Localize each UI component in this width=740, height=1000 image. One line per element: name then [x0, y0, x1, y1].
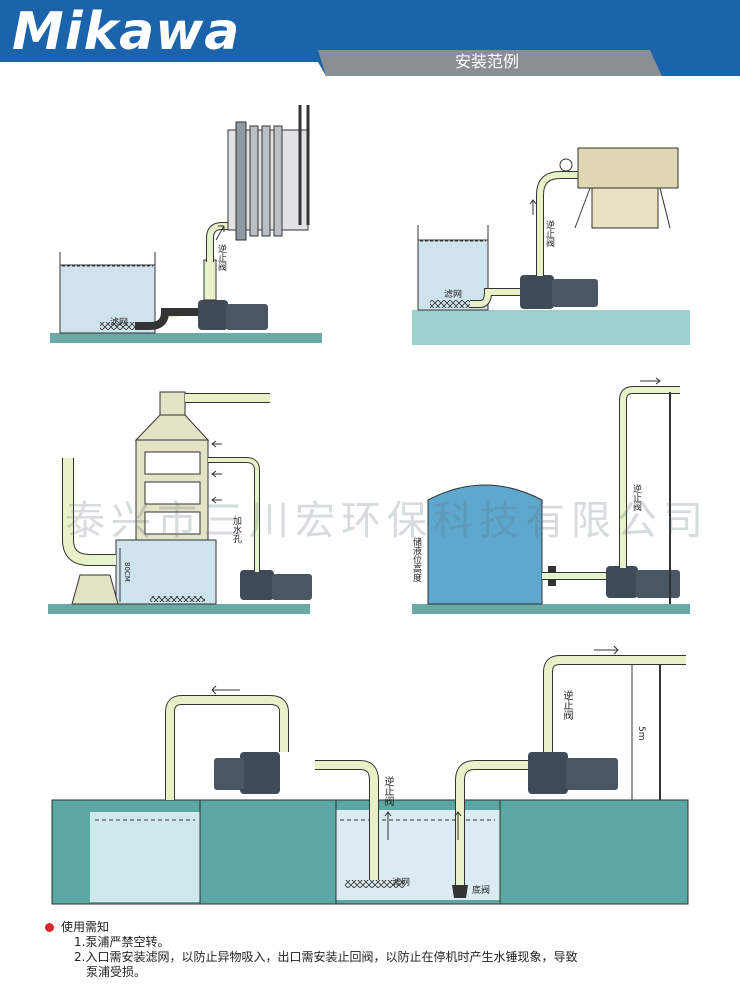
fig4-level-label: 储液位高度: [411, 537, 421, 582]
usage-notes-header: 使用需知: [45, 920, 700, 935]
diagram-pool-transfer: [51, 645, 689, 905]
note-item: 1.泵浦严禁空转。: [74, 935, 170, 949]
note-item: 泵浦受损。: [86, 965, 147, 979]
fig5-foot-valve-label: 底阀: [472, 886, 491, 896]
fig2-filter-label: 滤网: [444, 290, 463, 300]
diagram-heat-exchanger: [50, 105, 322, 343]
header-background: [0, 0, 740, 76]
usage-notes: 使用需知 1.泵浦严禁空转。 2.入口需安装滤网，以防止异物吸入，出口需安装止回…: [45, 920, 700, 980]
bullet-icon: [45, 923, 54, 932]
header: Mikawa 安装范例: [0, 0, 740, 76]
fig3-height-label: 80CM: [123, 562, 131, 582]
fig4-check-valve-label: 逆止阀: [631, 484, 641, 511]
fig2-check-valve-label: 逆止阀: [544, 220, 554, 247]
fig1-check-valve-label: 逆止阀: [216, 244, 226, 271]
note-item: 2.入口需安装滤网，以防止异物吸入，出口需安装止回阀，以防止在停机时产生水锤现象…: [74, 950, 578, 964]
fig3-fill-hole-label: 加水孔: [231, 516, 241, 543]
fig5-check-valve-left-label: 逆止阀: [382, 776, 393, 806]
fig5-filter-label: 滤网: [392, 878, 411, 888]
usage-notes-title: 使用需知: [61, 920, 110, 934]
brand-logo: Mikawa: [12, 2, 241, 62]
fig5-check-valve-right-label: 逆止阀: [561, 690, 572, 720]
section-title: 安装范例: [455, 52, 520, 71]
fig5-height-label: 5m: [636, 726, 646, 741]
fig1-filter-label: 滤网: [110, 318, 129, 328]
watermark: 泰兴市三川宏环保科技有限公司: [65, 498, 709, 544]
